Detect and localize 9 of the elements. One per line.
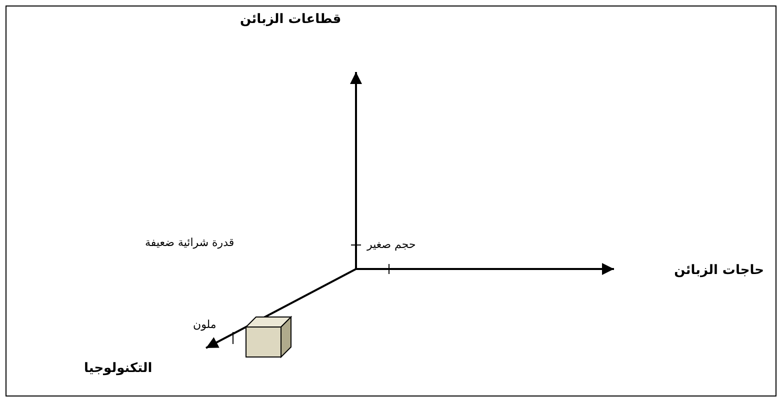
- axis-value-label: قدرة شرائية ضعيفة: [145, 236, 234, 249]
- axis-label: التكنولوجيا: [84, 361, 152, 376]
- axis-arrow: [356, 263, 614, 275]
- axis-label: قطاعات الزبائن: [240, 12, 342, 27]
- axis-value-label: ملون: [193, 318, 216, 331]
- axis-value-label: حجم صغير: [367, 238, 416, 251]
- axis-arrow: [350, 72, 362, 269]
- axis-label: حاجات الزبائن: [674, 262, 764, 278]
- axis-arrow: [206, 268, 356, 349]
